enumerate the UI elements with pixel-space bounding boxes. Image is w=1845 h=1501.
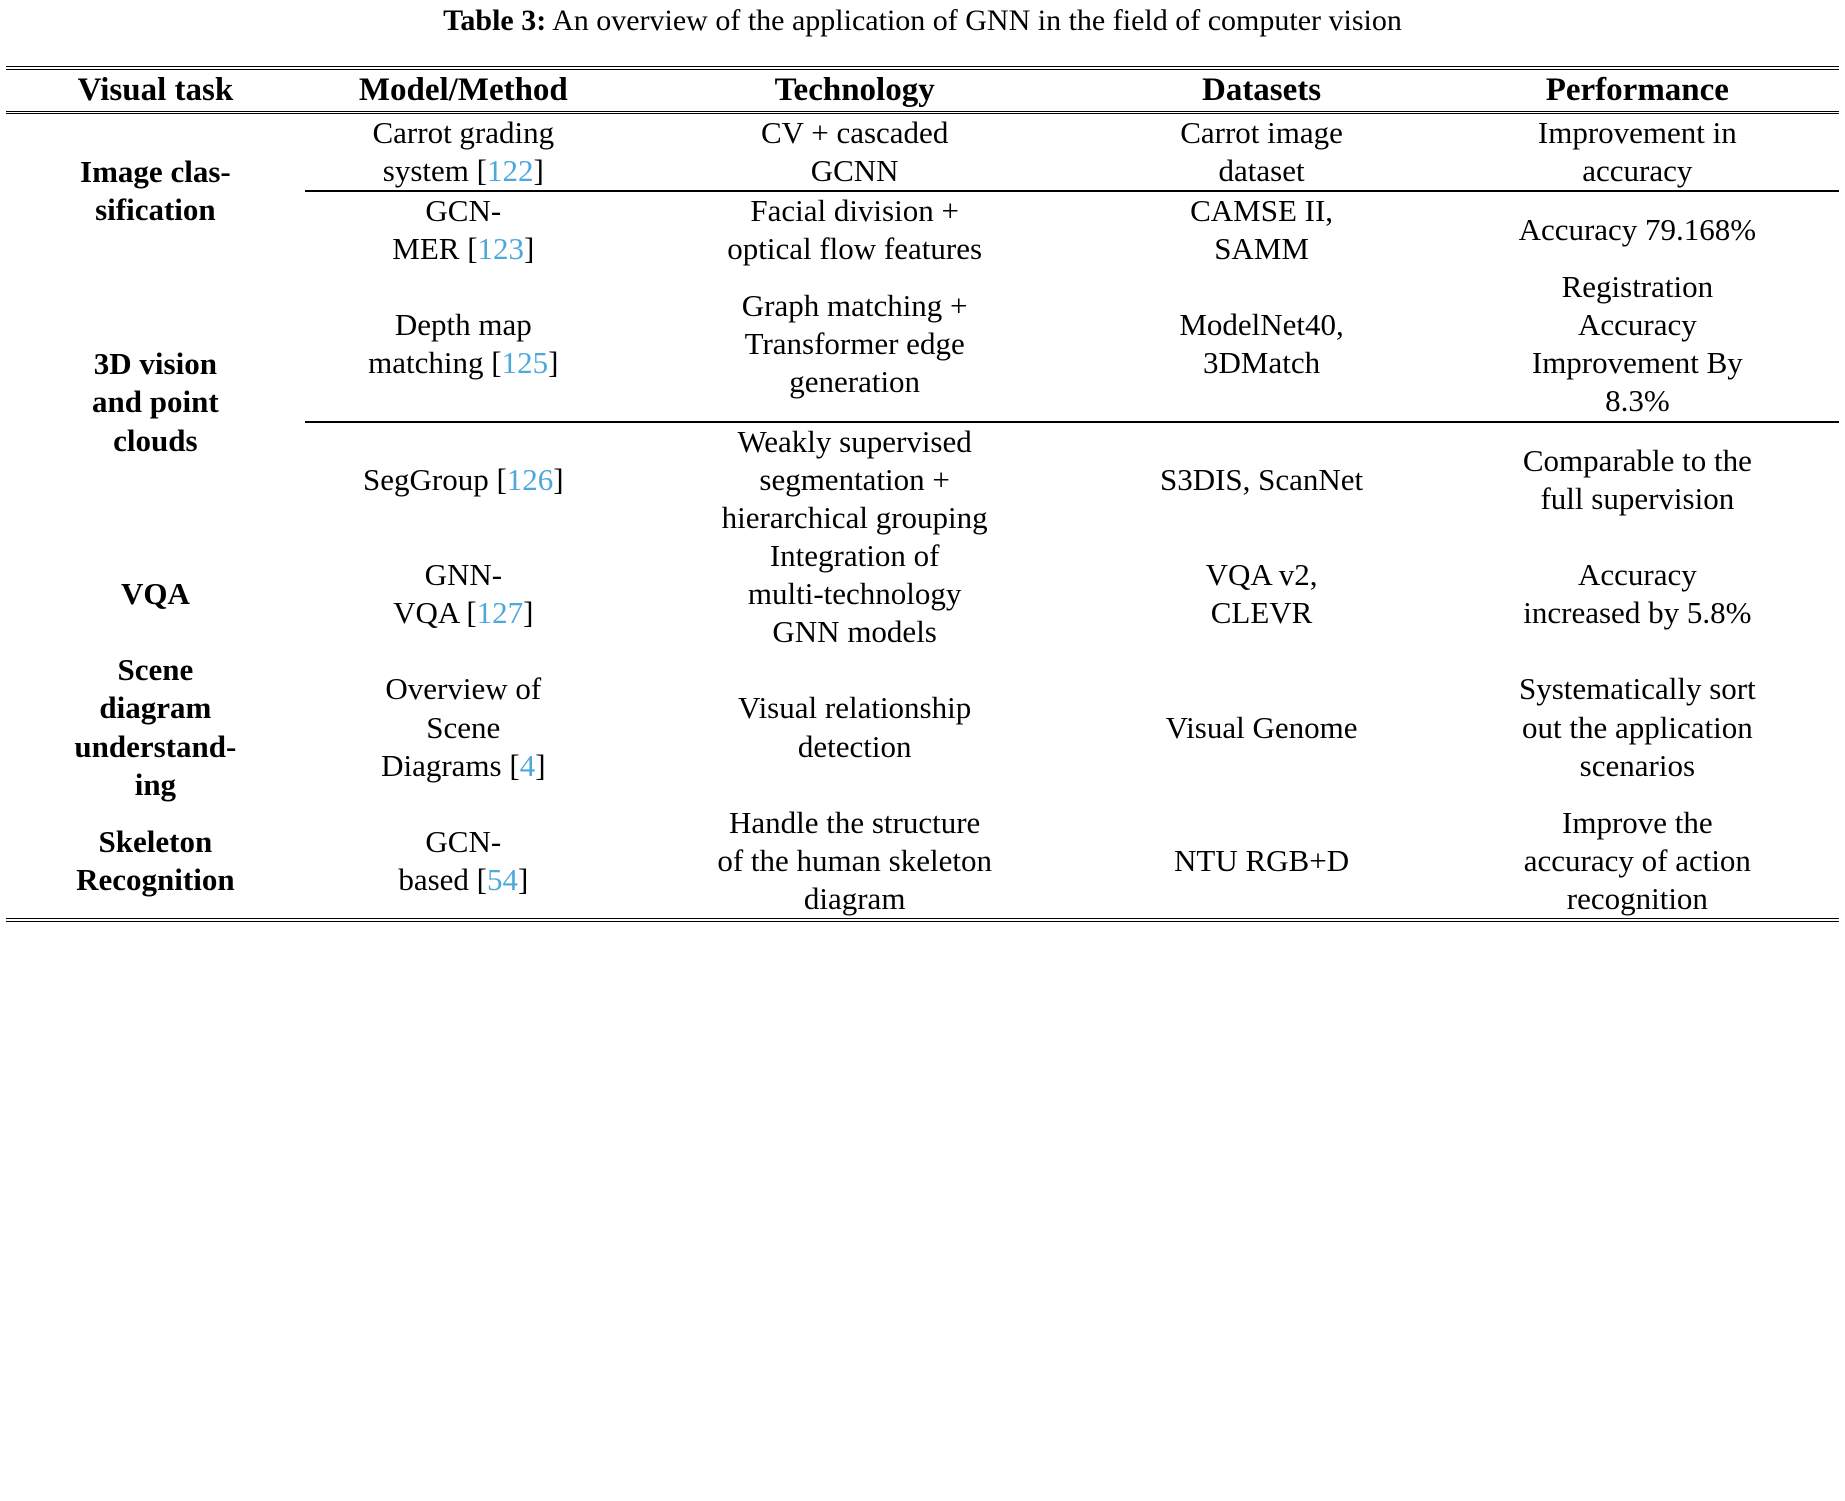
citation-link[interactable]: 123 — [477, 230, 525, 266]
citation-link[interactable]: 122 — [486, 152, 534, 188]
caption-label: Table 3: — [443, 4, 547, 37]
table-bottom-rule — [6, 918, 1839, 923]
cell-model-method: GNN-VQA [127] — [393, 557, 534, 631]
cell-datasets: NTU RGB+D — [1174, 842, 1350, 878]
citation-link[interactable]: 54 — [486, 862, 518, 898]
column-header-technology: Technology — [621, 65, 1088, 114]
citation-link[interactable]: 127 — [476, 595, 524, 631]
cell-datasets: ModelNet40,3DMatch — [1179, 307, 1344, 381]
cell-datasets: VQA v2,CLEVR — [1205, 557, 1318, 631]
citation-link[interactable]: 4 — [519, 747, 536, 783]
cell-datasets: S3DIS, ScanNet — [1087, 420, 1436, 537]
column-header-datasets: Datasets — [1087, 65, 1436, 114]
cell-datasets: CAMSE II,SAMM — [1087, 189, 1436, 269]
table-row: GCN-MER [123]Facial division +optical fl… — [6, 189, 1839, 269]
citation-link[interactable]: 126 — [506, 461, 554, 497]
caption-text: An overview of the application of GNN in… — [546, 4, 1402, 37]
table-head: Visual task Model/Method Technology Data… — [6, 65, 1839, 114]
citation-link[interactable]: 125 — [501, 345, 549, 381]
cell-model-method: SegGroup [126] — [304, 420, 622, 537]
header-row: Visual task Model/Method Technology Data… — [6, 65, 1839, 114]
cell-technology: Facial division +optical flow features — [621, 189, 1088, 269]
gnn-computer-vision-table: Visual task Model/Method Technology Data… — [6, 65, 1839, 918]
cell-visual-task: Image clas-sification — [80, 153, 231, 227]
column-header-model-method: Model/Method — [304, 65, 622, 114]
cell-model-method: GCN-MER [123] — [304, 189, 622, 269]
cell-datasets: Visual Genome — [1165, 709, 1358, 745]
cell-performance: Accuracy 79.168% — [1435, 189, 1839, 269]
cell-visual-task: VQA — [120, 576, 190, 612]
cell-model-method: GCN-based [54] — [398, 823, 529, 898]
column-header-performance: Performance — [1435, 65, 1839, 114]
table-caption: Table 3: An overview of the application … — [6, 0, 1839, 66]
column-header-visual-task: Visual task — [6, 65, 305, 114]
